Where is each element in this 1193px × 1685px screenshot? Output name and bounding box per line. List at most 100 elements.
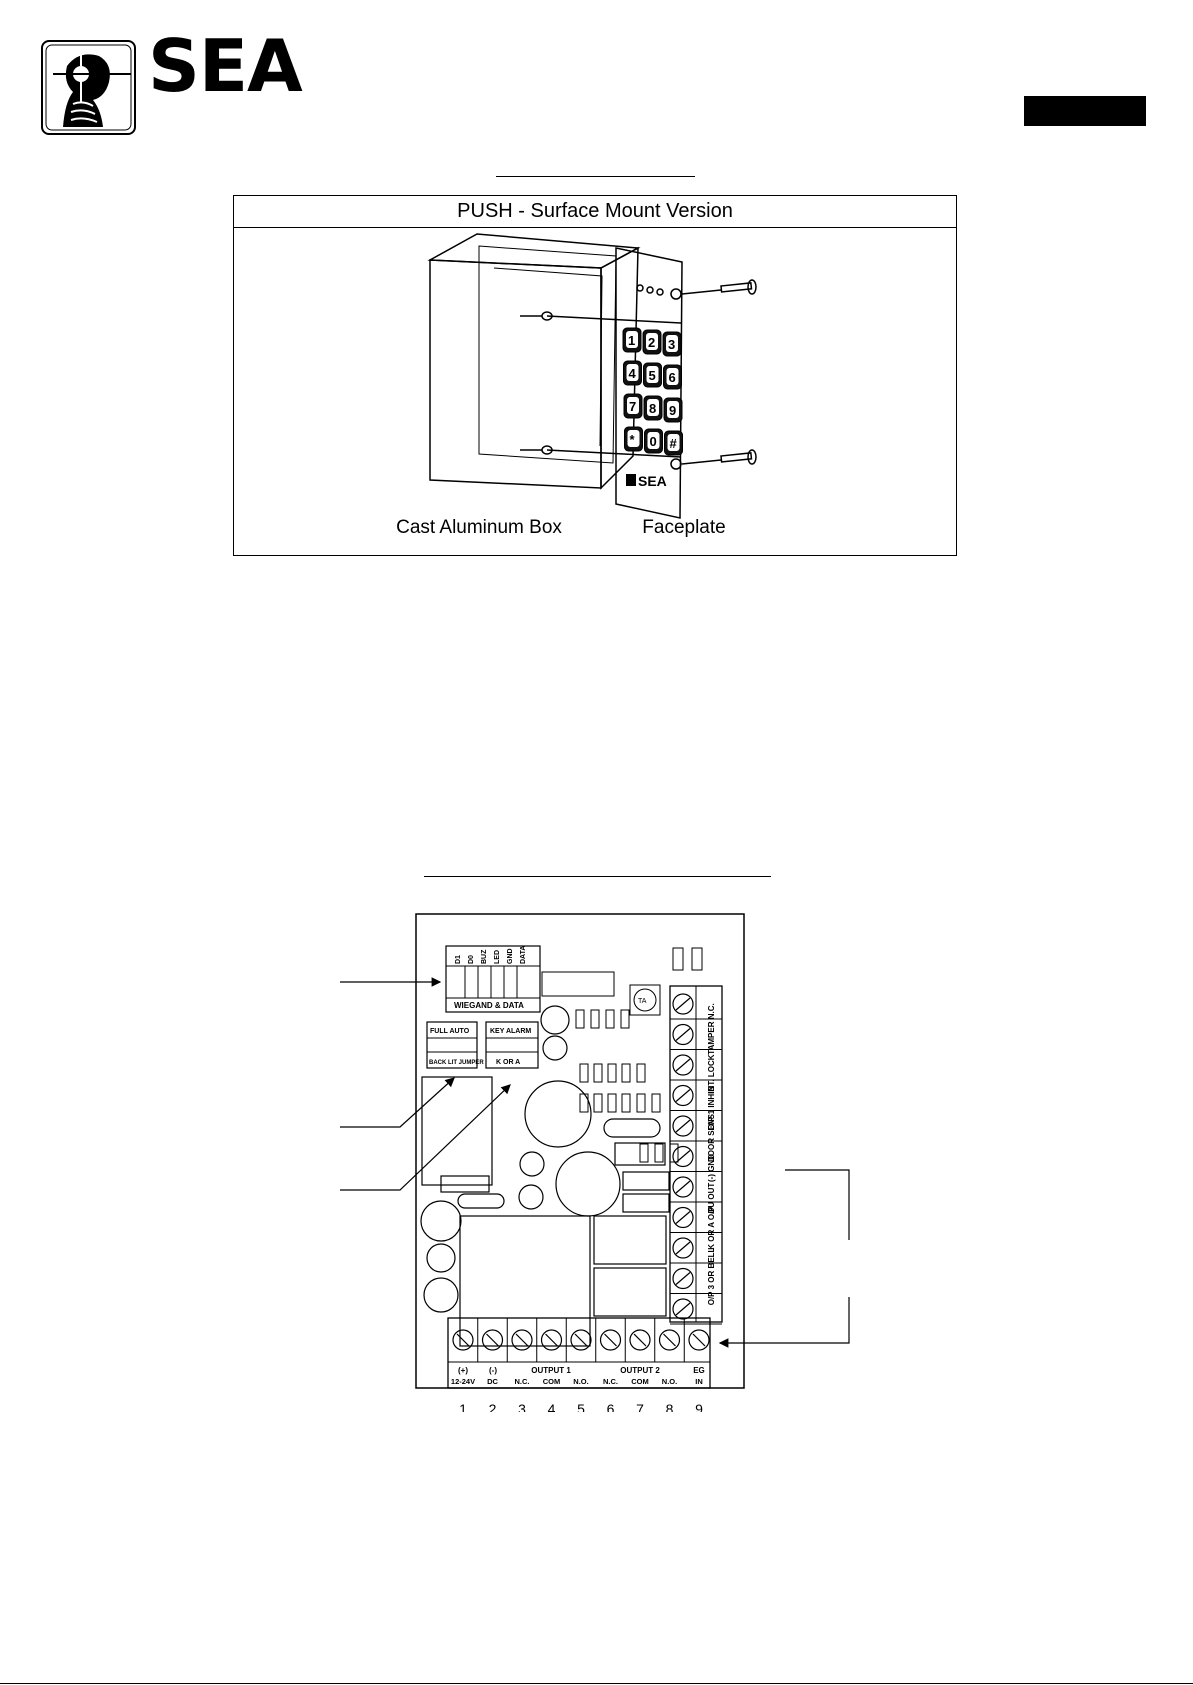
right-terminal-label: K OR A O/P [707, 1206, 716, 1250]
key-5: 5 [643, 362, 662, 388]
key-10: * [624, 426, 643, 452]
right-terminal-label: TAMPER N.C. [707, 1003, 716, 1054]
bottom-terminal-label: OUTPUT 2 [620, 1366, 660, 1375]
key-label: 6 [669, 370, 676, 385]
screw-terminal-icon [672, 1115, 694, 1137]
jumper1-top: FULL AUTO [430, 1028, 470, 1035]
screw-terminal-icon [672, 1298, 694, 1320]
screw-terminal-icon [570, 1329, 592, 1351]
screw-terminal-icon [672, 1084, 694, 1107]
screw-terminal-icon [672, 993, 694, 1015]
bottom-terminal-number: 3 [518, 1401, 526, 1412]
key-8: 8 [643, 395, 663, 421]
bottom-terminal-sublabel: N.C. [515, 1377, 530, 1386]
key-label: # [670, 436, 678, 451]
wiegand-connector: WIEGAND & DATA D1 D0 BUZ LED GND DATA [445, 945, 541, 1013]
bottom-terminal-block: 112-24V2DC3N.C.4COM5N.O.6N.C.7COM8N.O.9I… [447, 1317, 711, 1412]
bottom-terminal-label: (-) [489, 1366, 497, 1375]
box-caption: Cast Aluminum Box [396, 517, 562, 538]
key-alarm-jumper: KEY ALARM K OR A [485, 1021, 539, 1069]
key-label: * [630, 432, 636, 447]
screw-terminal-icon [540, 1329, 563, 1351]
bottom-terminal-number: 9 [695, 1401, 703, 1412]
screw-terminal-icon [658, 1329, 681, 1351]
wiegand-pin: BUZ [481, 949, 488, 964]
screw-terminal-icon [672, 1054, 694, 1076]
bottom-terminal-sublabel: N.O. [662, 1377, 677, 1386]
key-6: 6 [663, 364, 682, 390]
screw-terminal-icon [481, 1329, 504, 1351]
ta-label: TA [638, 998, 647, 1005]
bottom-terminal-label: OUTPUT 1 [531, 1366, 571, 1375]
terminal-bracket [718, 1169, 850, 1348]
header-black-bar [1024, 96, 1146, 126]
bottom-terminal-sublabel: COM [631, 1377, 649, 1386]
screw-terminal-icon [629, 1329, 651, 1351]
bottom-terminal-number: 6 [607, 1401, 615, 1412]
key-1: 1 [622, 327, 642, 353]
screw-terminal-icon [672, 1023, 694, 1046]
bottom-terminal-number: 7 [636, 1401, 644, 1412]
sea-logo-icon [41, 40, 136, 135]
key-2: 2 [642, 329, 662, 355]
wiegand-pin: D0 [468, 955, 475, 964]
backlit-jumper: FULL AUTO BACK LIT JUMPER [426, 1021, 484, 1069]
key-label: 2 [648, 335, 655, 350]
screw-terminal-icon [672, 1267, 694, 1290]
screw-terminal-icon [672, 1237, 694, 1259]
figure-title: PUSH - Surface Mount Version [234, 196, 956, 228]
jumper2-top: KEY ALARM [490, 1028, 531, 1035]
resistors [575, 1009, 679, 1163]
key-label: 8 [649, 401, 656, 416]
right-terminal-label: DU OUT [707, 1183, 716, 1214]
faceplate-icon [615, 247, 683, 519]
page-bottom-line [0, 1683, 1193, 1684]
wiegand-pin: DATA [520, 946, 527, 964]
key-12: # [664, 430, 683, 456]
wiegand-pin: D1 [455, 955, 462, 964]
key-label: 7 [629, 399, 636, 414]
screw-terminal-icon [688, 1329, 710, 1351]
right-terminal-label: DOOR SENS [707, 1113, 716, 1162]
key-label: 1 [628, 333, 635, 348]
heading-underline [496, 176, 695, 177]
wiegand-pin: LED [494, 950, 501, 964]
right-terminal-label: O/P 3 OR [707, 1271, 716, 1306]
controller-board-diagram: WIEGAND & DATA D1 D0 BUZ LED GND DATA TA FULL… [415, 913, 745, 1412]
key-label: 9 [669, 403, 676, 418]
relays [421, 1076, 670, 1347]
faceplate-caption: Faceplate [642, 517, 726, 538]
key-label: 0 [650, 434, 657, 449]
bottom-terminal-sublabel: N.O. [573, 1377, 588, 1386]
right-terminal-block: 2019181716151413121110TAMPER N.C.INT. LO… [669, 985, 723, 1325]
bottom-terminal-number: 4 [548, 1401, 556, 1412]
bottom-terminal-number: 8 [666, 1401, 674, 1412]
bottom-terminal-sublabel: 12-24V [451, 1377, 475, 1386]
screw-terminal-icon [511, 1329, 533, 1351]
right-terminal-label: O/P 1 INHIB [707, 1086, 716, 1131]
bottom-terminal-sublabel: COM [543, 1377, 561, 1386]
faceplate-logo-icon: SEA [626, 473, 667, 489]
bottom-terminal-sublabel: DC [487, 1377, 498, 1386]
screw-terminal-icon [672, 1206, 694, 1229]
key-label: 3 [668, 337, 675, 352]
key-9: 9 [663, 397, 683, 423]
wiegand-label: WIEGAND & DATA [454, 1001, 524, 1010]
wiegand-pin: GND [507, 948, 514, 964]
capacitors [420, 1005, 621, 1313]
screw-icon [681, 279, 757, 465]
right-terminal-label: BELL [707, 1247, 716, 1268]
key-3: 3 [662, 331, 682, 357]
aluminum-box-icon [427, 233, 641, 490]
screw-terminal-icon [452, 1329, 474, 1351]
bottom-terminal-number: 5 [577, 1401, 585, 1412]
bottom-terminal-sublabel: IN [695, 1377, 703, 1386]
key-11: 0 [644, 428, 663, 454]
key-7: 7 [623, 393, 643, 419]
screw-terminal-icon [599, 1329, 622, 1351]
bottom-terminal-number: 1 [459, 1401, 467, 1412]
section-underline [424, 876, 771, 877]
